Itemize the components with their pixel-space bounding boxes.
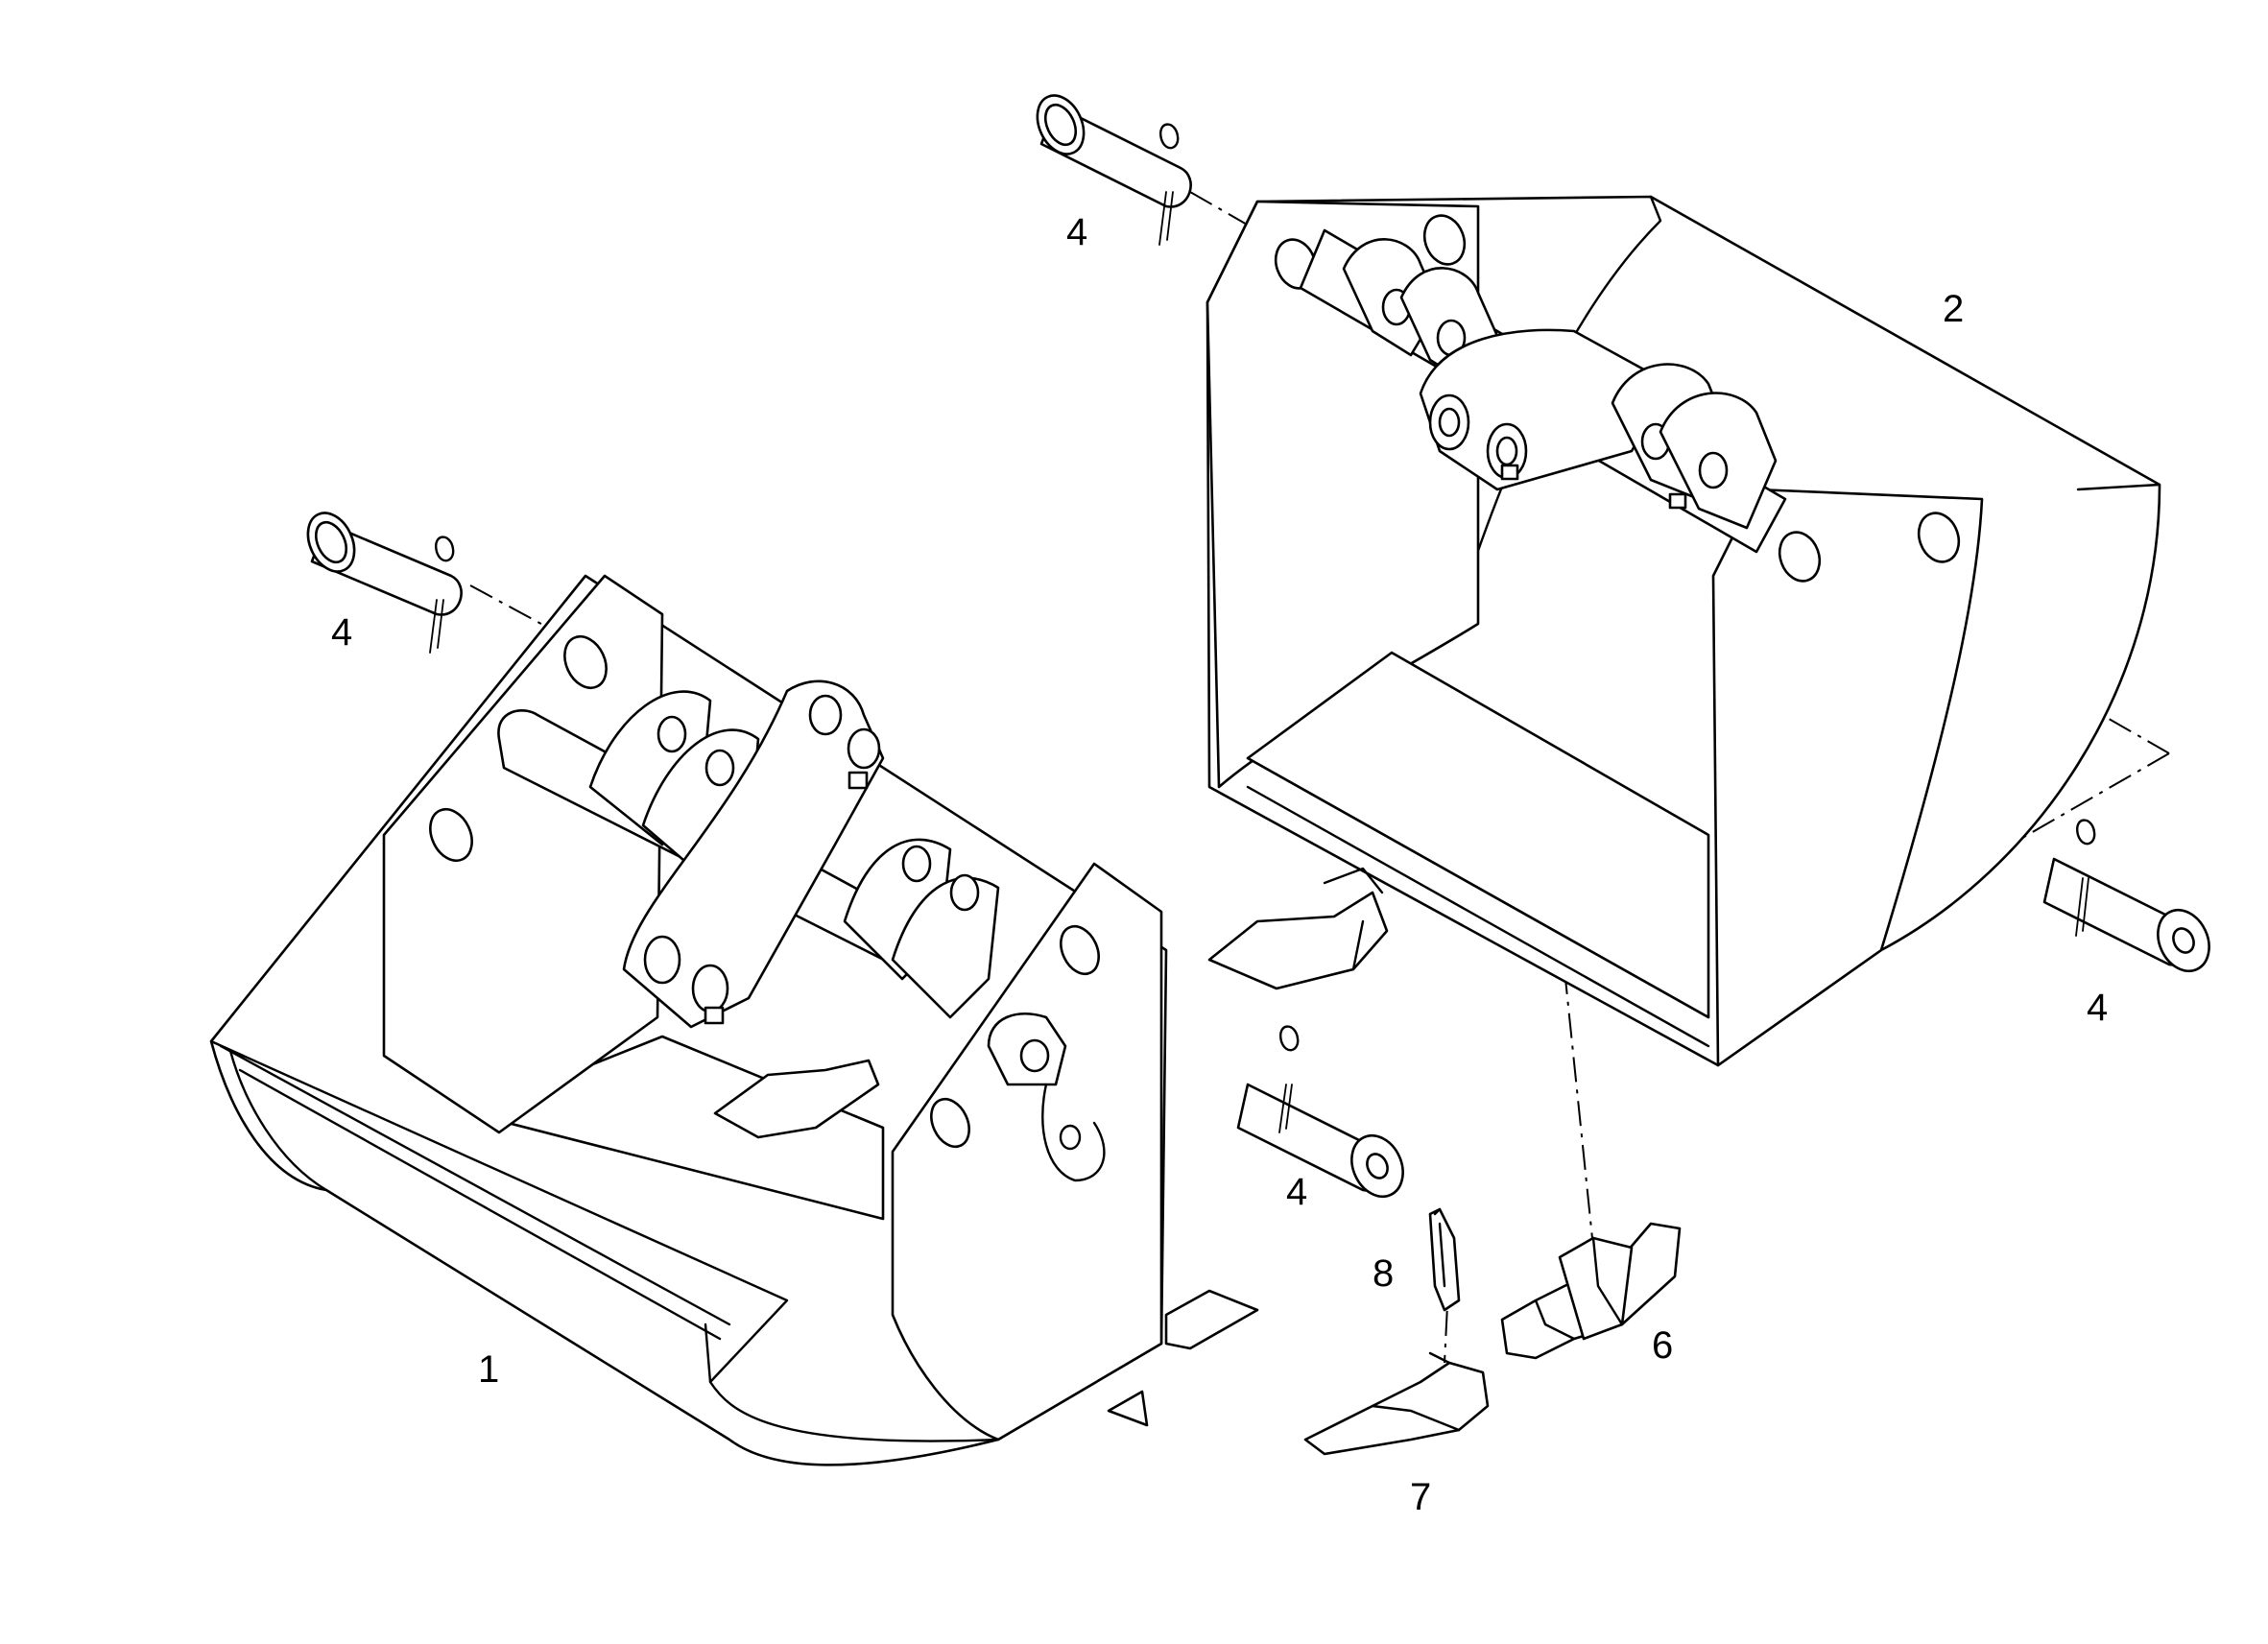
pin-right — [2042, 819, 2210, 973]
pin-upper-left — [306, 512, 463, 654]
tooth-tip — [1303, 1351, 1490, 1456]
callout-label-1: 1 — [478, 1348, 499, 1391]
callout-label-4-lower-center: 4 — [1286, 1171, 1307, 1213]
tooth-adapter — [1500, 1222, 1682, 1360]
callout-label-6: 6 — [1652, 1324, 1673, 1367]
bucket-1 — [209, 574, 1259, 1466]
pin-lower-center — [1236, 1025, 1404, 1199]
callout-label-4-right: 4 — [2087, 987, 2108, 1029]
callout-label-4-upper-left: 4 — [331, 611, 352, 654]
callout-label-7: 7 — [1410, 1476, 1431, 1518]
callout-label-8: 8 — [1373, 1252, 1394, 1295]
callout-label-4-upper-center: 4 — [1066, 211, 1087, 253]
pin-upper-center — [1036, 94, 1192, 246]
bucket-2 — [1206, 195, 2161, 1067]
callout-label-2: 2 — [1943, 288, 1964, 330]
retainer-pin — [1428, 1207, 1461, 1312]
